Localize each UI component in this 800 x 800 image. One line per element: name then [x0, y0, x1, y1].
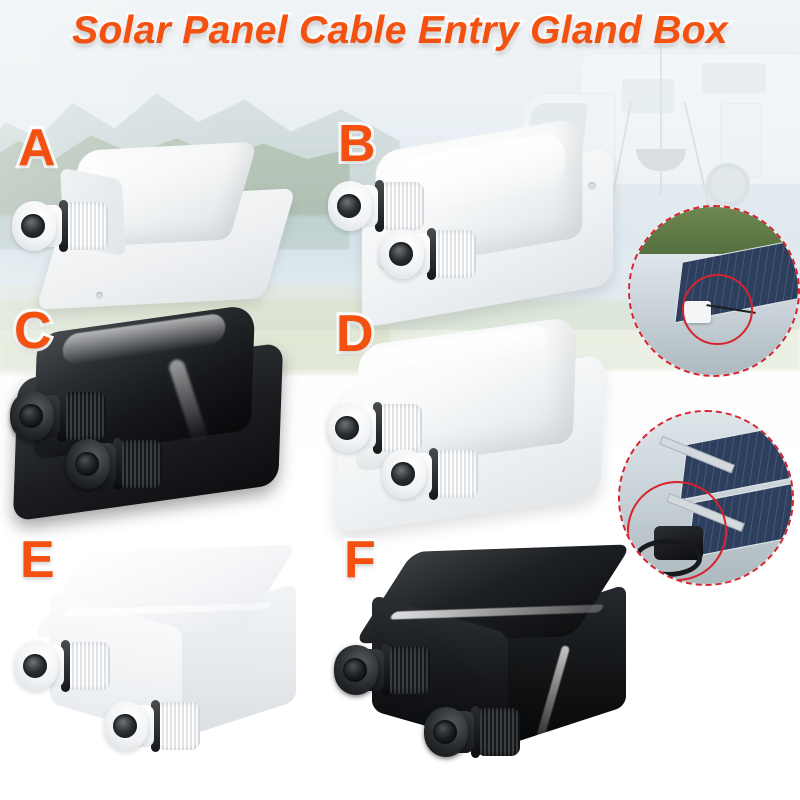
gland-cable-hole-icon: [343, 658, 367, 682]
gland-cable-hole-icon: [337, 194, 361, 218]
product-c-cable-gland-2: [66, 438, 162, 490]
inset-panel-mount-install[interactable]: [618, 410, 794, 586]
product-label-d: D: [333, 305, 376, 363]
product-a-mounting-hole: [96, 292, 103, 299]
gland-nut-icon: [62, 392, 106, 440]
gland-nut-icon: [156, 702, 200, 750]
gland-cable-hole-icon: [433, 720, 457, 744]
gland-oring-icon: [113, 438, 122, 490]
gland-oring-icon: [429, 448, 438, 500]
gland-cable-hole-icon: [389, 242, 413, 266]
product-f-cable-gland-1: [334, 644, 430, 696]
product-d-cable-gland-2: [382, 448, 478, 500]
product-label-b: B: [335, 115, 378, 173]
gland-oring-icon: [471, 706, 480, 758]
inset-rv-roof-install[interactable]: [628, 205, 800, 377]
product-b-mounting-hole: [588, 182, 596, 190]
product-label-c: C: [11, 302, 54, 360]
gland-oring-icon: [57, 390, 66, 442]
product-e-cable-gland-2: [104, 700, 200, 752]
gland-nut-icon: [66, 642, 110, 690]
product-label-a: A: [15, 119, 58, 177]
gland-nut-icon: [432, 230, 476, 278]
product-d-image[interactable]: [326, 315, 620, 534]
gland-nut-icon: [386, 646, 430, 694]
inset-highlight-circle: [626, 480, 728, 582]
gland-oring-icon: [151, 700, 160, 752]
gland-nut-icon: [434, 450, 478, 498]
product-label-e: E: [17, 531, 58, 589]
gland-cable-hole-icon: [21, 214, 45, 238]
product-f-image[interactable]: [334, 544, 632, 776]
gland-nut-icon: [118, 440, 162, 488]
gland-nut-icon: [476, 708, 520, 756]
inset-highlight-circle: [682, 274, 754, 346]
page-title: Solar Panel Cable Entry Gland Box: [70, 7, 730, 55]
gland-oring-icon: [373, 402, 382, 454]
gland-oring-icon: [375, 180, 384, 232]
product-b-image[interactable]: [328, 116, 635, 329]
gland-cable-hole-icon: [75, 452, 99, 476]
gland-oring-icon: [381, 644, 390, 696]
gland-oring-icon: [427, 228, 436, 280]
gland-oring-icon: [61, 640, 70, 692]
gland-oring-icon: [59, 200, 68, 252]
gland-cable-hole-icon: [391, 462, 415, 486]
gland-nut-icon: [64, 202, 108, 250]
gland-nut-icon: [378, 404, 422, 452]
product-d-cable-gland-1: [326, 402, 422, 454]
product-a-cable-gland-1: [12, 200, 108, 252]
gland-cable-hole-icon: [23, 654, 47, 678]
product-label-f: F: [341, 531, 379, 589]
product-f-cable-gland-2: [424, 706, 520, 758]
product-e-cable-gland-1: [14, 640, 110, 692]
gland-cable-hole-icon: [335, 416, 359, 440]
product-c-image[interactable]: [8, 303, 298, 522]
product-e-image[interactable]: [14, 544, 298, 773]
product-a-image[interactable]: [12, 140, 296, 315]
gland-cable-hole-icon: [19, 404, 43, 428]
gland-cable-hole-icon: [113, 714, 137, 738]
gland-nut-icon: [380, 182, 424, 230]
product-b-cable-gland-1: [328, 180, 424, 232]
product-c-cable-gland-1: [10, 390, 106, 442]
product-b-cable-gland-2: [380, 228, 476, 280]
